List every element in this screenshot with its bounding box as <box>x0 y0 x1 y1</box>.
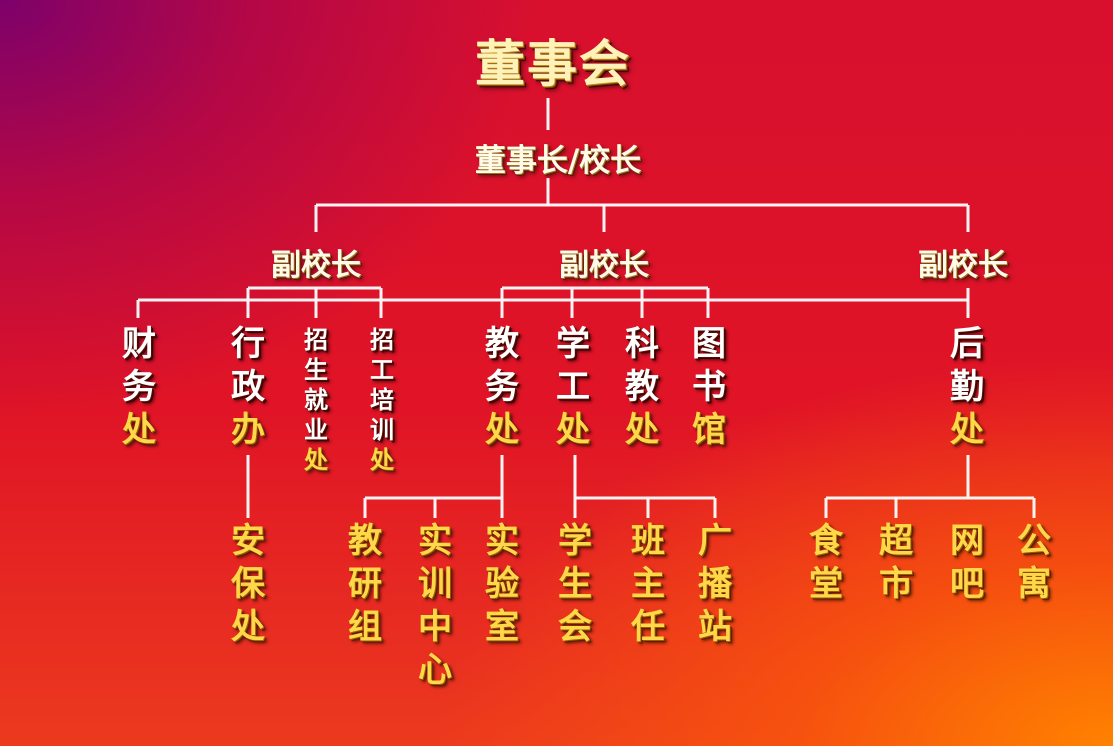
unit-broadcast-station: 广播站 <box>695 520 735 649</box>
unit-dormitory: 公寓 <box>1014 520 1054 606</box>
unit-internet-cafe: 网吧 <box>947 520 987 606</box>
vertical-char: 生 <box>304 355 328 384</box>
dept-admin-office: 行政办 <box>228 323 268 452</box>
vertical-char: 市 <box>879 564 913 604</box>
vertical-char: 业 <box>304 415 328 444</box>
unit-training-center: 实训中心 <box>415 520 455 692</box>
vertical-char: 财 <box>122 324 156 364</box>
vertical-char: 广 <box>698 521 732 561</box>
vertical-char: 寓 <box>1017 564 1051 604</box>
vertical-char: 务 <box>122 367 156 407</box>
vertical-char: 招 <box>370 325 394 354</box>
dept-finance: 财务处 <box>119 323 159 452</box>
vertical-char: 书 <box>692 367 726 407</box>
vertical-char: 公 <box>1017 521 1051 561</box>
vertical-char: 网 <box>950 521 984 561</box>
vertical-char: 处 <box>304 445 328 474</box>
vertical-char: 处 <box>231 607 265 647</box>
unit-canteen: 食堂 <box>806 520 846 606</box>
vertical-char: 吧 <box>950 564 984 604</box>
vertical-char: 就 <box>304 385 328 414</box>
vertical-char: 后 <box>950 324 984 364</box>
vertical-char: 班 <box>631 521 665 561</box>
vertical-char: 政 <box>231 367 265 407</box>
vice-principal-left: 副校长 <box>271 248 361 283</box>
dept-student-affairs: 学工处 <box>553 323 593 452</box>
vertical-char: 处 <box>625 410 659 450</box>
vertical-char: 处 <box>122 410 156 450</box>
vertical-char: 食 <box>809 521 843 561</box>
vertical-char: 处 <box>485 410 519 450</box>
vertical-char: 行 <box>231 324 265 364</box>
vertical-char: 教 <box>485 324 519 364</box>
vertical-char: 训 <box>370 415 394 444</box>
dept-recruitment-training: 招工培训处 <box>367 325 397 475</box>
vertical-char: 主 <box>631 564 665 604</box>
vertical-char: 组 <box>348 607 382 647</box>
vertical-char: 办 <box>231 410 265 450</box>
vertical-char: 教 <box>348 521 382 561</box>
dept-admission-employment: 招生就业处 <box>301 325 331 475</box>
unit-student-union: 学生会 <box>555 520 595 649</box>
vice-principal-center: 副校长 <box>559 248 649 283</box>
vertical-char: 招 <box>304 325 328 354</box>
vertical-char: 超 <box>879 521 913 561</box>
unit-teaching-research: 教研组 <box>345 520 385 649</box>
vertical-char: 中 <box>418 607 452 647</box>
vertical-char: 验 <box>485 564 519 604</box>
vertical-char: 播 <box>698 564 732 604</box>
unit-supermarket: 超市 <box>876 520 916 606</box>
vice-principal-right: 副校长 <box>918 248 1008 283</box>
vertical-char: 处 <box>370 445 394 474</box>
vertical-char: 实 <box>485 521 519 561</box>
vertical-char: 务 <box>485 367 519 407</box>
vertical-char: 工 <box>556 367 590 407</box>
vertical-char: 站 <box>698 607 732 647</box>
vertical-char: 室 <box>485 607 519 647</box>
vertical-char: 心 <box>418 650 452 690</box>
vertical-char: 安 <box>231 521 265 561</box>
vertical-char: 学 <box>556 324 590 364</box>
vertical-char: 任 <box>631 607 665 647</box>
vertical-char: 研 <box>348 564 382 604</box>
unit-security: 安保处 <box>228 520 268 649</box>
vertical-char: 保 <box>231 564 265 604</box>
dept-research: 科教处 <box>622 323 662 452</box>
board-title: 董事会 <box>475 34 631 93</box>
vertical-char: 处 <box>950 410 984 450</box>
dept-logistics: 后勤处 <box>947 323 987 452</box>
vertical-char: 教 <box>625 367 659 407</box>
vertical-char: 会 <box>558 607 592 647</box>
chairman-label: 董事长/校长 <box>474 143 642 179</box>
vertical-char: 堂 <box>809 564 843 604</box>
vertical-char: 勤 <box>950 367 984 407</box>
vertical-char: 处 <box>556 410 590 450</box>
dept-library: 图书馆 <box>689 323 729 452</box>
vertical-char: 科 <box>625 324 659 364</box>
vertical-char: 生 <box>558 564 592 604</box>
unit-laboratory: 实验室 <box>482 520 522 649</box>
dept-academic-affairs: 教务处 <box>482 323 522 452</box>
vertical-char: 工 <box>370 355 394 384</box>
vertical-char: 训 <box>418 564 452 604</box>
unit-class-teachers: 班主任 <box>628 520 668 649</box>
vertical-char: 图 <box>692 324 726 364</box>
vertical-char: 实 <box>418 521 452 561</box>
vertical-char: 馆 <box>692 410 726 450</box>
vertical-char: 培 <box>370 385 394 414</box>
vertical-char: 学 <box>558 521 592 561</box>
